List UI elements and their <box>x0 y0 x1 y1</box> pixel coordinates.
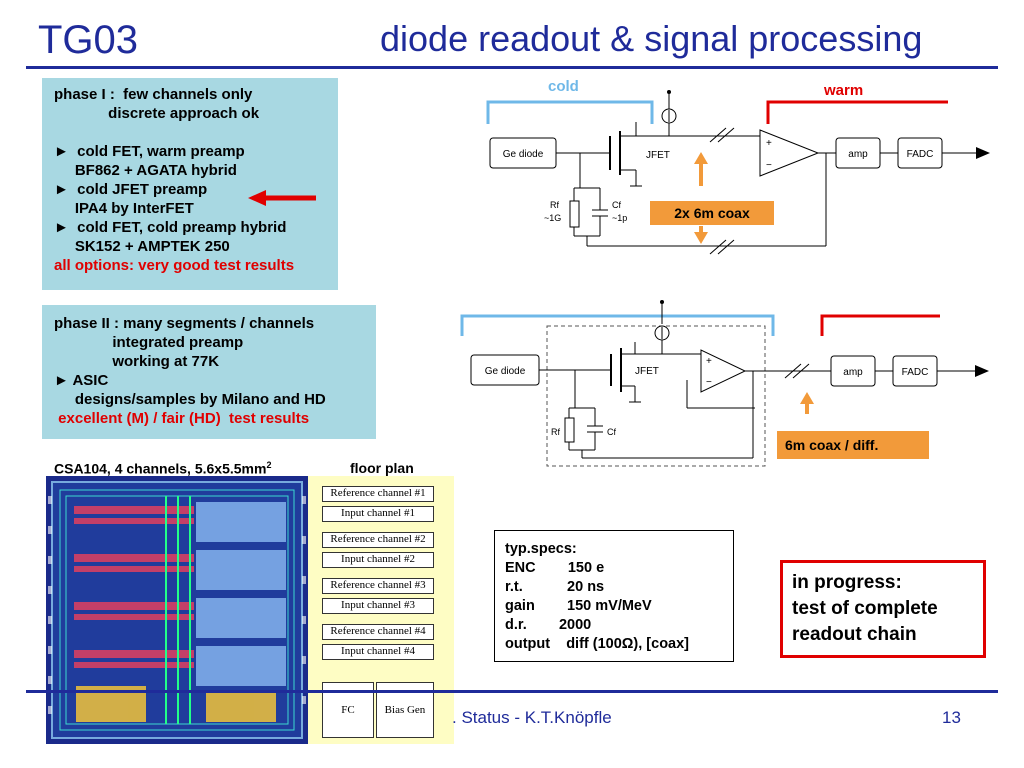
phase1-line: ► cold FET, warm preamp <box>54 143 245 160</box>
phase2-line: integrated preamp <box>54 334 244 351</box>
coax-label: 2x 6m coax <box>674 205 750 221</box>
phase2-line: designs/samples by Milano and HD <box>54 391 326 408</box>
diagram1-schematic: cold warm Ge diode JFET + − amp FADC Rf … <box>486 78 990 255</box>
specs-line: gain 150 mV/MeV <box>505 598 652 614</box>
preamp-triangle <box>759 129 820 177</box>
ref-channel-3: Reference channel #3 <box>322 578 434 594</box>
opamp-minus-2: − <box>706 377 712 388</box>
down-arrow-icon <box>694 232 708 244</box>
asic-boundary <box>546 325 766 467</box>
progress-line-2: test of complete <box>792 598 938 619</box>
chip-layout-image <box>46 476 308 744</box>
chip-caption: CSA104, 4 channels, 5.6x5.5mm2 <box>54 460 271 477</box>
cold-bracket <box>486 100 654 124</box>
phase1-line: ► cold FET, cold preamp hybrid <box>54 219 287 236</box>
cold-bracket-2 <box>460 314 775 336</box>
phase1-line: ► cold JFET preamp <box>54 181 208 198</box>
phase2-line: phase II : many segments / channels <box>54 315 315 332</box>
specs-box: typ.specs: ENC 150 e r.t. 20 ns gain 150 m… <box>494 530 734 662</box>
up-arrow-icon <box>694 152 708 164</box>
progress-line-3: readout chain <box>792 624 917 645</box>
opamp-plus: + <box>766 138 772 149</box>
up-arrow-icon-2 <box>800 392 814 404</box>
opamp-plus-2: + <box>706 356 712 367</box>
specs-line: ENC 150 e <box>505 560 605 576</box>
preamp-triangle-2 <box>700 349 747 393</box>
coax-diff-box <box>777 431 929 459</box>
amp-label-2: amp <box>843 367 863 378</box>
phase2-line: working at 77K <box>54 353 220 370</box>
fc-label: FC <box>341 704 355 716</box>
phase1-result: all options: very good test results <box>54 257 295 274</box>
specs-line: d.r. 2000 <box>505 617 592 633</box>
warm-bracket <box>766 100 948 124</box>
phase1-line: IPA4 by InterFET <box>54 200 194 217</box>
jfet-label: JFET <box>646 150 670 161</box>
diagram2-schematic: Ge diode JFET + − amp FADC Rf Cf 6m coax… <box>460 300 989 467</box>
cold-label: cold <box>548 78 579 95</box>
title-divider <box>26 66 998 69</box>
cf-label: Cf <box>612 200 621 210</box>
page-number: 13 <box>942 708 961 727</box>
input-channel-3: Input channel #3 <box>322 598 434 614</box>
slide-title-tg03: TG03 <box>38 18 139 62</box>
specs-rows: ENC 150 e r.t. 20 ns gain 150 mV/MeV d.r. 2… <box>505 559 723 654</box>
slide-title: diode readout & signal processing <box>380 18 923 59</box>
fadc-label: FADC <box>907 149 934 160</box>
input-channel-4: Input channel #4 <box>322 644 434 660</box>
phase1-line <box>54 123 326 142</box>
footer-divider <box>26 690 998 693</box>
phase1-panel: phase I : few channels only discrete app… <box>42 78 338 290</box>
opamp-minus: − <box>766 160 772 171</box>
ref-channel-1: Reference channel #1 <box>322 486 434 502</box>
phase1-line: phase I : few channels only <box>54 86 253 103</box>
phase2-line: ► ASIC <box>54 372 109 389</box>
bias-gen-label: Bias Gen <box>384 704 426 716</box>
floorplan-panel: Reference channel #1 Input channel #1 Re… <box>308 476 454 744</box>
chip-caption-text: CSA104, 4 channels, 5.6x5.5mm <box>54 460 267 477</box>
ref-channel-2: Reference channel #2 <box>322 532 434 548</box>
input-channel-1: Input channel #1 <box>322 506 434 522</box>
cf-label-2: Cf <box>607 427 616 437</box>
specs-heading: typ.specs: <box>505 541 577 557</box>
jfet-label-2: JFET <box>635 366 659 377</box>
rf-label-2: Rf <box>551 427 560 437</box>
phase2-lines: phase II : many segments / channels inte… <box>54 314 364 409</box>
phase1-line: SK152 + AMPTEK 250 <box>54 238 230 255</box>
phase2-panel: phase II : many segments / channels inte… <box>42 305 376 439</box>
fadc-label-2: FADC <box>902 367 929 378</box>
ref-channel-4: Reference channel #4 <box>322 624 434 640</box>
ge-diode-label-2: Ge diode <box>485 366 526 377</box>
coax-diff-label: 6m coax / diff. <box>785 437 878 453</box>
ge-diode-label: Ge diode <box>503 149 544 160</box>
progress-box: in progress: test of complete readout ch… <box>780 560 986 658</box>
phase1-lines: phase I : few channels only discrete app… <box>54 85 326 256</box>
chip-caption-sup: 2 <box>266 460 272 470</box>
warm-bracket-2 <box>820 314 940 336</box>
progress-line-1: in progress: <box>792 572 902 593</box>
cf-value: ~1p <box>612 213 627 223</box>
input-channel-2: Input channel #2 <box>322 552 434 568</box>
rf-label: Rf <box>550 200 559 210</box>
specs-line: r.t. 20 ns <box>505 579 605 595</box>
footer-author: . Status - K.T.Knöpfle <box>452 708 612 727</box>
red-arrow-icon <box>248 190 316 206</box>
rf-value: ~1G <box>544 213 561 223</box>
amp-label: amp <box>848 149 868 160</box>
floorplan-caption: floor plan <box>350 460 414 476</box>
phase2-result: excellent (M) / fair (HD) test results <box>54 410 310 427</box>
specs-line: output diff (100Ω), [coax] <box>505 636 690 652</box>
phase1-line: BF862 + AGATA hybrid <box>54 162 237 179</box>
coax-box <box>650 201 774 225</box>
warm-label: warm <box>823 82 863 99</box>
phase1-line: discrete approach ok <box>54 105 260 122</box>
